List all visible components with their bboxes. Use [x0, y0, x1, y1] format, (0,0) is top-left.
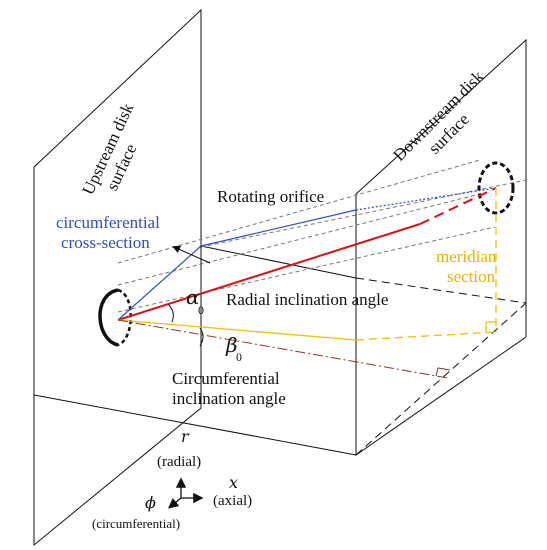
- downstream-disk-plane: [355, 38, 527, 456]
- circumferential-projection-line: [117, 319, 451, 379]
- circumferential-inclination-angle-label-2: inclination angle: [172, 389, 286, 408]
- axial-axis-label: (axial): [213, 493, 252, 509]
- circumferential-cross-section-label-1: circumferential: [56, 213, 160, 232]
- circumferential-axis-label: (circumferential): [92, 516, 180, 531]
- passage-guide-lines: [117, 159, 527, 313]
- beta-symbol: β: [225, 333, 238, 357]
- meridian-section-label-1: meridian: [436, 247, 497, 266]
- beta-subscript: 0: [236, 350, 242, 364]
- orifice-axis-hidden: [419, 187, 497, 225]
- radial-inclination-angle-label: Radial inclination angle: [226, 290, 388, 309]
- coordinate-axes: [167, 477, 204, 509]
- cross-section-pointer-arrow: [172, 245, 211, 264]
- upstream-surface-label: Upstream disk surface: [78, 100, 140, 198]
- radial-axis-symbol: r: [181, 427, 190, 446]
- alpha-subscript: 0: [198, 303, 204, 317]
- axial-axis-symbol: x: [229, 473, 238, 492]
- downstream-surface-label: Downstream disk surface: [389, 67, 487, 165]
- meridian-section-label-2: section: [447, 267, 496, 286]
- beta-angle-arc: [199, 327, 204, 347]
- meridian-section-lines: [117, 188, 497, 341]
- downstream-orifice-ellipse: [477, 161, 515, 215]
- rotating-orifice-label: Rotating orifice: [217, 187, 324, 206]
- circumferential-axis-symbol: ϕ: [145, 493, 156, 512]
- reference-plane: [33, 245, 527, 456]
- circumferential-cross-section-label-2: cross-section: [61, 233, 150, 252]
- upstream-orifice-ellipse: [98, 288, 132, 347]
- radial-axis-label: (radial): [157, 454, 201, 470]
- circumferential-section-lines: [117, 187, 497, 321]
- alpha-symbol: α: [186, 285, 200, 309]
- circumferential-inclination-angle-label-1: Circumferential: [172, 369, 280, 388]
- alpha-angle-arc: [167, 303, 174, 323]
